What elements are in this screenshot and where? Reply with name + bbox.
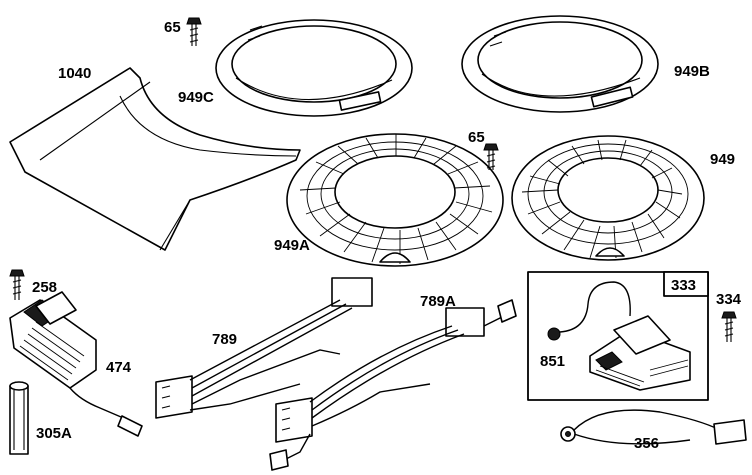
callout-1040: 1040 <box>58 65 91 82</box>
callout-258: 258 <box>32 279 57 296</box>
screw-65-lower <box>483 143 499 170</box>
rotating-screen-949a <box>286 133 504 267</box>
spacer-305a <box>9 381 29 455</box>
retainer-ring-949b <box>461 15 659 113</box>
retainer-ring-949c <box>215 19 413 117</box>
callout-789a: 789A <box>420 293 456 310</box>
armature-474 <box>9 291 143 437</box>
callout-851: 851 <box>540 353 565 370</box>
callout-949a: 949A <box>274 237 310 254</box>
blower-housing-cover-1040 <box>9 67 301 251</box>
ignition-coil-851 <box>547 281 691 391</box>
callout-474: 474 <box>106 359 132 376</box>
ground-wire-356 <box>560 409 747 445</box>
callout-333: 333 <box>671 277 696 294</box>
screw-258 <box>9 269 25 300</box>
rotating-screen-949 <box>511 135 705 261</box>
callout-949c: 949C <box>178 89 214 106</box>
callout-305a: 305A <box>36 425 72 442</box>
wire-harness-789a <box>269 299 517 471</box>
callout-334: 334 <box>716 291 742 308</box>
screw-65-upper <box>186 17 202 46</box>
wire-harness-789 <box>155 277 373 419</box>
screw-334 <box>721 311 737 342</box>
callout-65-lower: 65 <box>468 129 485 146</box>
callout-949b: 949B <box>674 63 710 80</box>
callout-789: 789 <box>212 331 237 348</box>
callout-949: 949 <box>710 151 735 168</box>
callout-356: 356 <box>634 435 659 452</box>
callout-65-upper: 65 <box>164 19 181 36</box>
